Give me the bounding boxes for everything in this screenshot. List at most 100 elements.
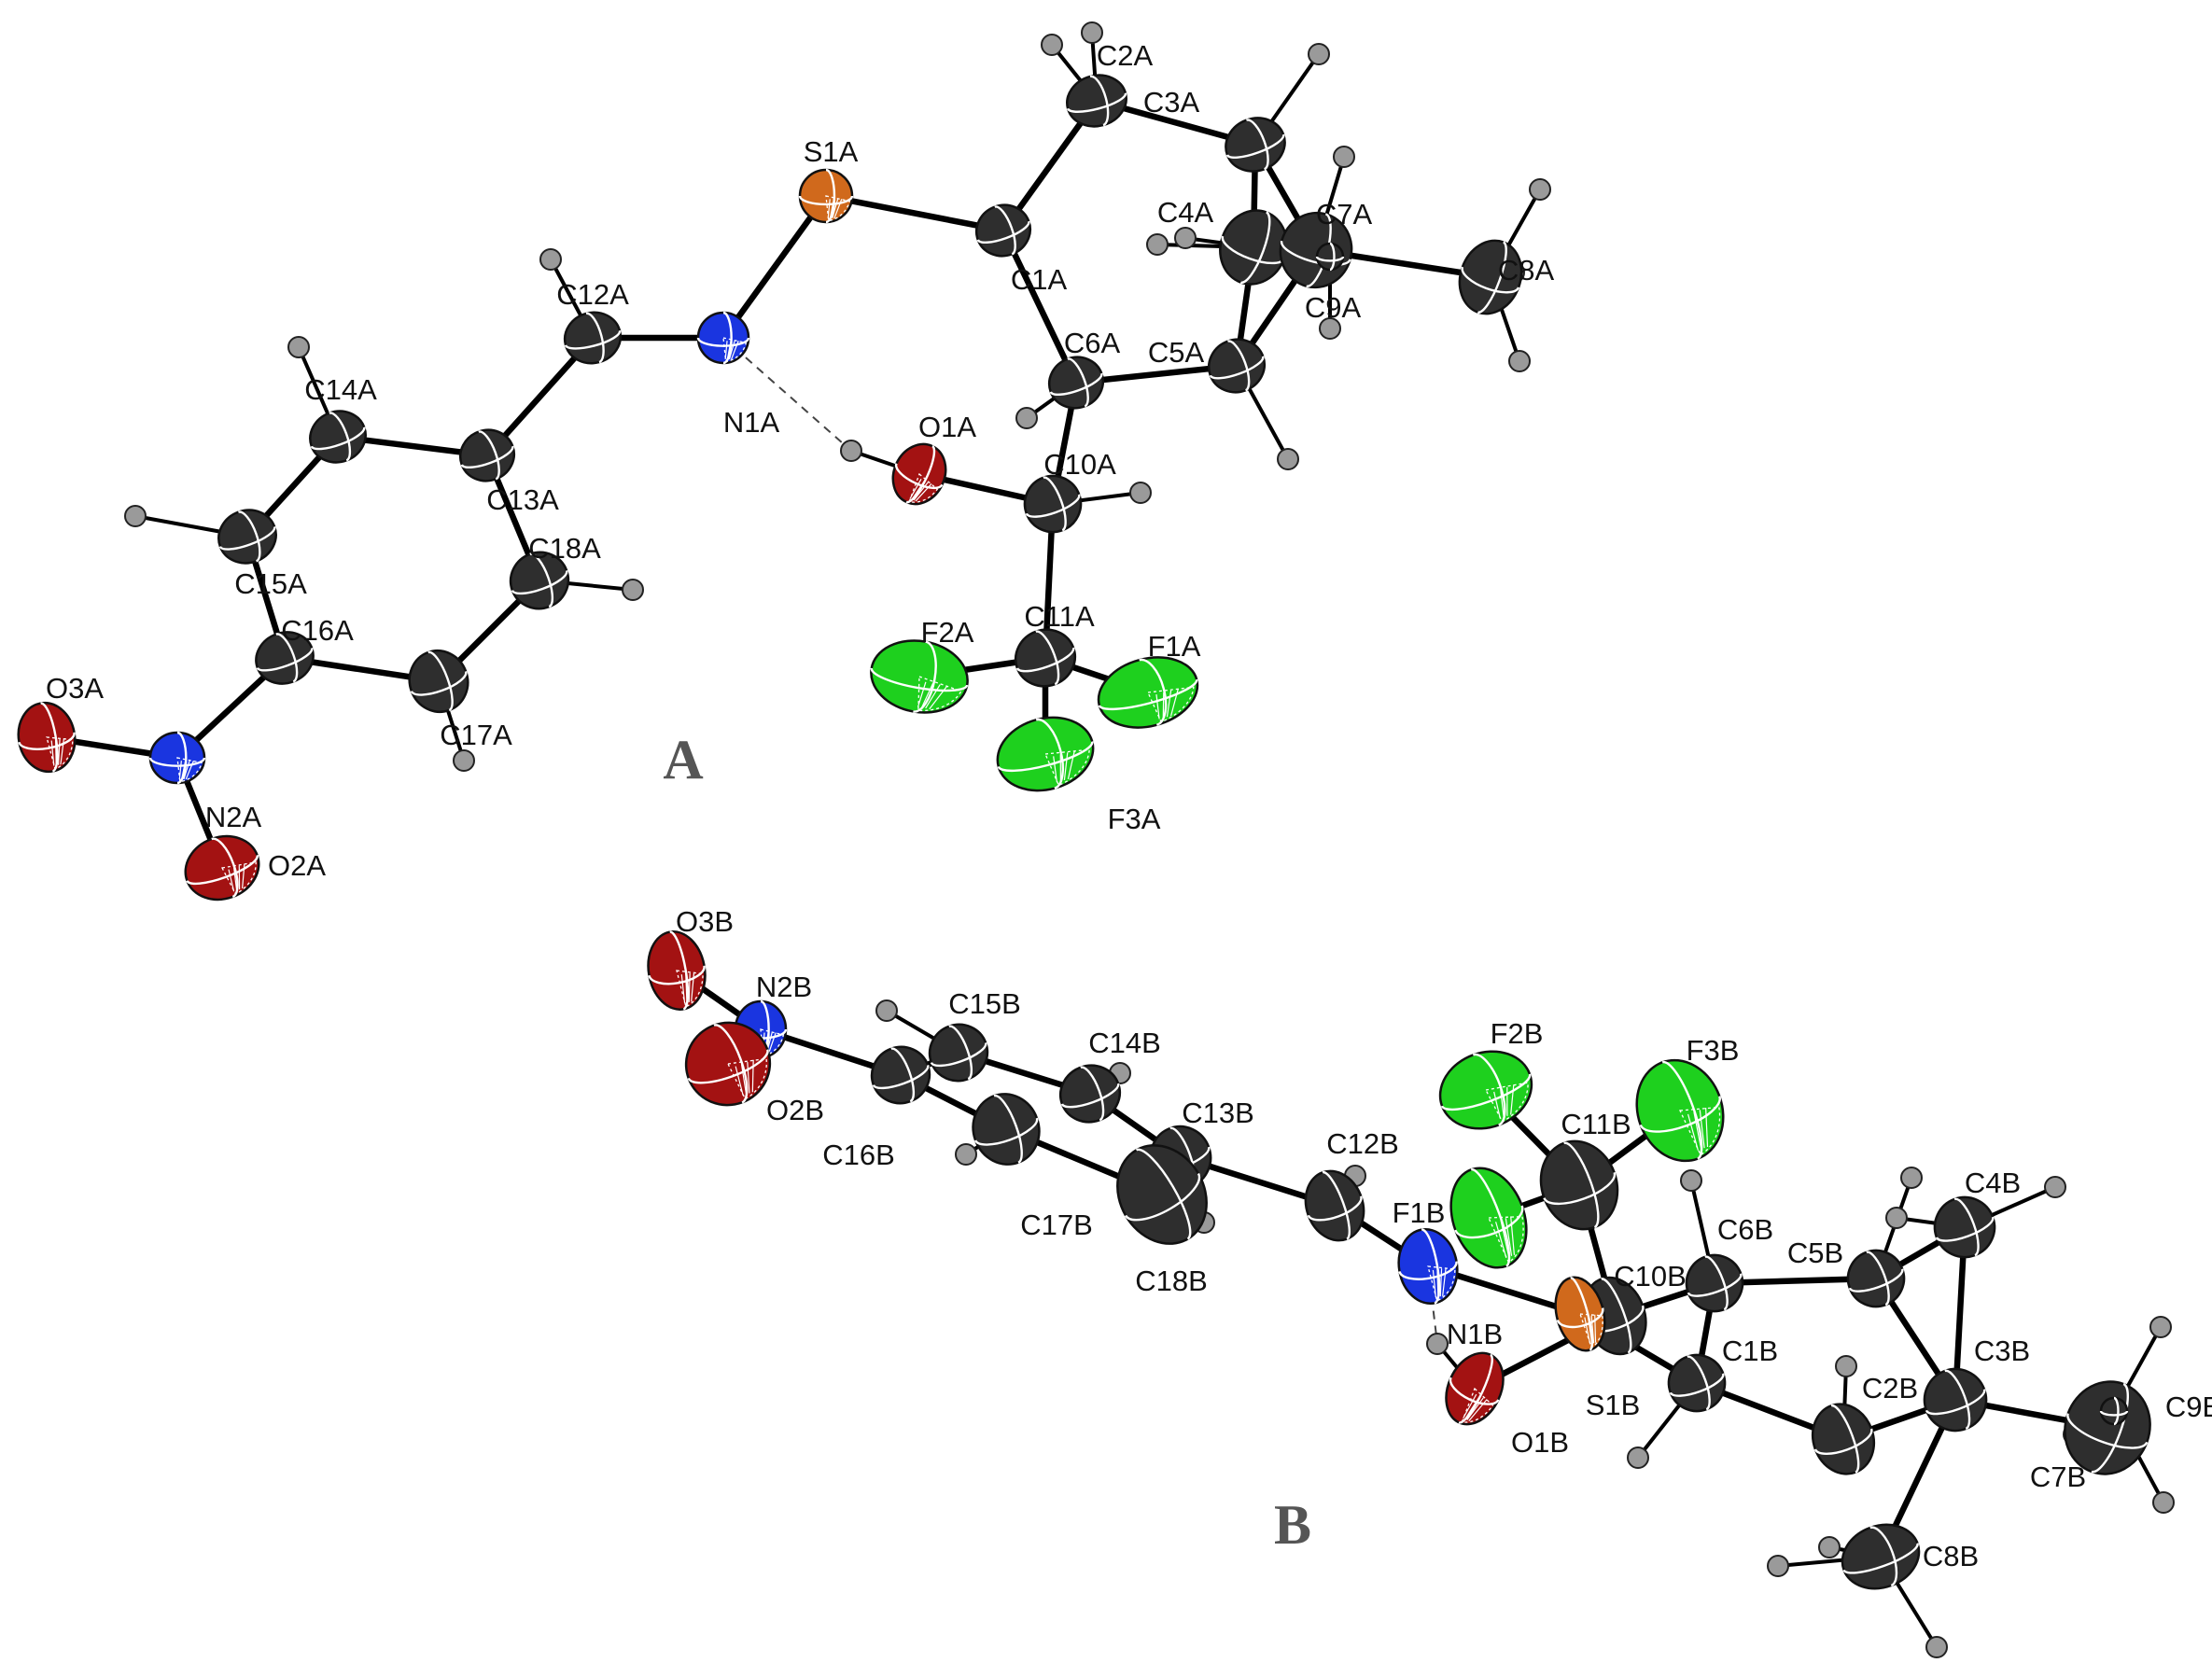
atom-H10: [1319, 317, 1341, 340]
atom-C11B: [1539, 1139, 1619, 1231]
atom-label-N1B: N1B: [1447, 1318, 1503, 1350]
hydrogen-bond-N1A-H13: [722, 337, 852, 452]
atom-C16A: [255, 631, 315, 685]
atom-H13: [840, 440, 862, 462]
atom-H15: [539, 248, 562, 271]
atom-label-C14B: C14B: [1088, 1027, 1161, 1059]
atom-label-C6B: C6B: [1717, 1213, 1773, 1246]
atom-label-C9B: C9B: [2165, 1391, 2212, 1423]
atom-C2A: [1066, 74, 1127, 128]
atom-H16: [287, 336, 310, 358]
atom-label-O1B: O1B: [1511, 1426, 1569, 1459]
atom-C10A: [1023, 474, 1083, 534]
atom-label-C17A: C17A: [440, 719, 512, 751]
atom-label-C5A: C5A: [1148, 336, 1205, 369]
atom-C18B: [1116, 1144, 1208, 1245]
atom-label-C13A: C13A: [486, 483, 559, 516]
atom-H18: [622, 579, 644, 601]
atom-label-F3B: F3B: [1687, 1034, 1740, 1067]
atom-C4A: [1219, 209, 1288, 286]
atom-H12: [1015, 407, 1038, 429]
atom-label-C9A: C9A: [1305, 291, 1362, 324]
atom-label-F3A: F3A: [1108, 803, 1161, 835]
atom-C12B: [1304, 1169, 1365, 1242]
atom-N1B: [1397, 1227, 1459, 1306]
atom-C1A: [974, 203, 1032, 258]
atom-C15A: [217, 509, 277, 565]
panel-label-layer: AB: [663, 729, 1311, 1556]
atom-label-O2A: O2A: [268, 849, 326, 882]
hydrogen-bond-layer: [722, 337, 1438, 1345]
atom-C6B: [1685, 1253, 1744, 1313]
atom-C7B: [2064, 1380, 2151, 1475]
atom-label-C10A: C10A: [1043, 448, 1116, 481]
atom-O1B: [1445, 1351, 1505, 1426]
atom-layer: [17, 21, 2175, 1658]
atom-F2B: [1438, 1050, 1533, 1130]
atom-O2B: [684, 1021, 772, 1107]
atom-h18: [1818, 1536, 1841, 1558]
atom-label-C8B: C8B: [1923, 1540, 1979, 1572]
bond-C1A-S1A: [822, 192, 1007, 234]
atom-label-C4A: C4A: [1157, 196, 1214, 229]
atom-C16B: [870, 1045, 931, 1105]
atom-label-C17B: C17B: [1020, 1209, 1093, 1241]
atom-S1B: [1554, 1276, 1606, 1352]
atom-H4: [1174, 227, 1197, 249]
atom-C11A: [1014, 628, 1077, 688]
atom-F2A: [870, 639, 969, 714]
atom-label-C18A: C18A: [528, 532, 601, 565]
bond-C6A-C1A: [1000, 227, 1080, 386]
atom-C5B: [1846, 1249, 1906, 1308]
atom-H19: [453, 749, 475, 772]
atom-h12: [1835, 1355, 1857, 1377]
atom-O2A: [184, 834, 260, 901]
atom-h6: [1680, 1169, 1702, 1192]
atom-label-S1A: S1A: [804, 135, 859, 168]
atom-H7: [1529, 178, 1551, 201]
atom-h8: [2044, 1176, 2066, 1198]
atom-h7: [1900, 1167, 1923, 1189]
atom-C18A: [509, 551, 570, 610]
atom-label-F2B: F2B: [1491, 1017, 1544, 1050]
atom-h17: [1925, 1636, 1948, 1658]
atom-label-C14A: C14A: [304, 373, 377, 406]
atom-label-C7B: C7B: [2030, 1460, 2086, 1493]
atom-C17B: [972, 1093, 1041, 1166]
atom-C13A: [458, 428, 516, 482]
atom-label-S1B: S1B: [1586, 1389, 1641, 1421]
atom-label-N2B: N2B: [756, 971, 812, 1003]
atom-F3A: [996, 716, 1095, 792]
atom-label-C2A: C2A: [1097, 39, 1154, 72]
atom-label-C3A: C3A: [1143, 86, 1200, 119]
atom-label-C7A: C7A: [1316, 198, 1373, 231]
atom-C2B: [1811, 1403, 1876, 1475]
atom-N1A: [696, 311, 750, 365]
atom-label-F2A: F2A: [921, 616, 974, 649]
panel-label-A: A: [663, 729, 703, 790]
atom-C4B: [1933, 1195, 1996, 1259]
atom-H11: [1277, 448, 1299, 470]
atom-label-N2A: N2A: [205, 801, 262, 833]
atom-label-C16B: C16B: [822, 1139, 895, 1171]
atom-label-C16A: C16A: [281, 614, 354, 647]
atom-label-O2B: O2B: [766, 1094, 824, 1126]
atom-C14A: [309, 410, 367, 464]
atom-h10: [1426, 1333, 1449, 1355]
atom-h9: [1885, 1207, 1908, 1229]
atom-label-C6A: C6A: [1064, 327, 1121, 359]
atom-label-O1A: O1A: [918, 411, 976, 443]
atom-label-C18B: C18B: [1135, 1265, 1208, 1297]
atom-H9: [1508, 350, 1531, 372]
atom-label-F1A: F1A: [1148, 630, 1201, 663]
atom-label-C12B: C12B: [1326, 1127, 1399, 1160]
atom-C5A: [1207, 338, 1267, 394]
atom-C8A: [1458, 239, 1523, 315]
atom-F1A: [1097, 656, 1199, 729]
atom-label-C1B: C1B: [1722, 1335, 1778, 1367]
atom-h3: [955, 1143, 977, 1166]
atom-h14: [2149, 1316, 2172, 1338]
atom-C9A: [1315, 242, 1345, 272]
